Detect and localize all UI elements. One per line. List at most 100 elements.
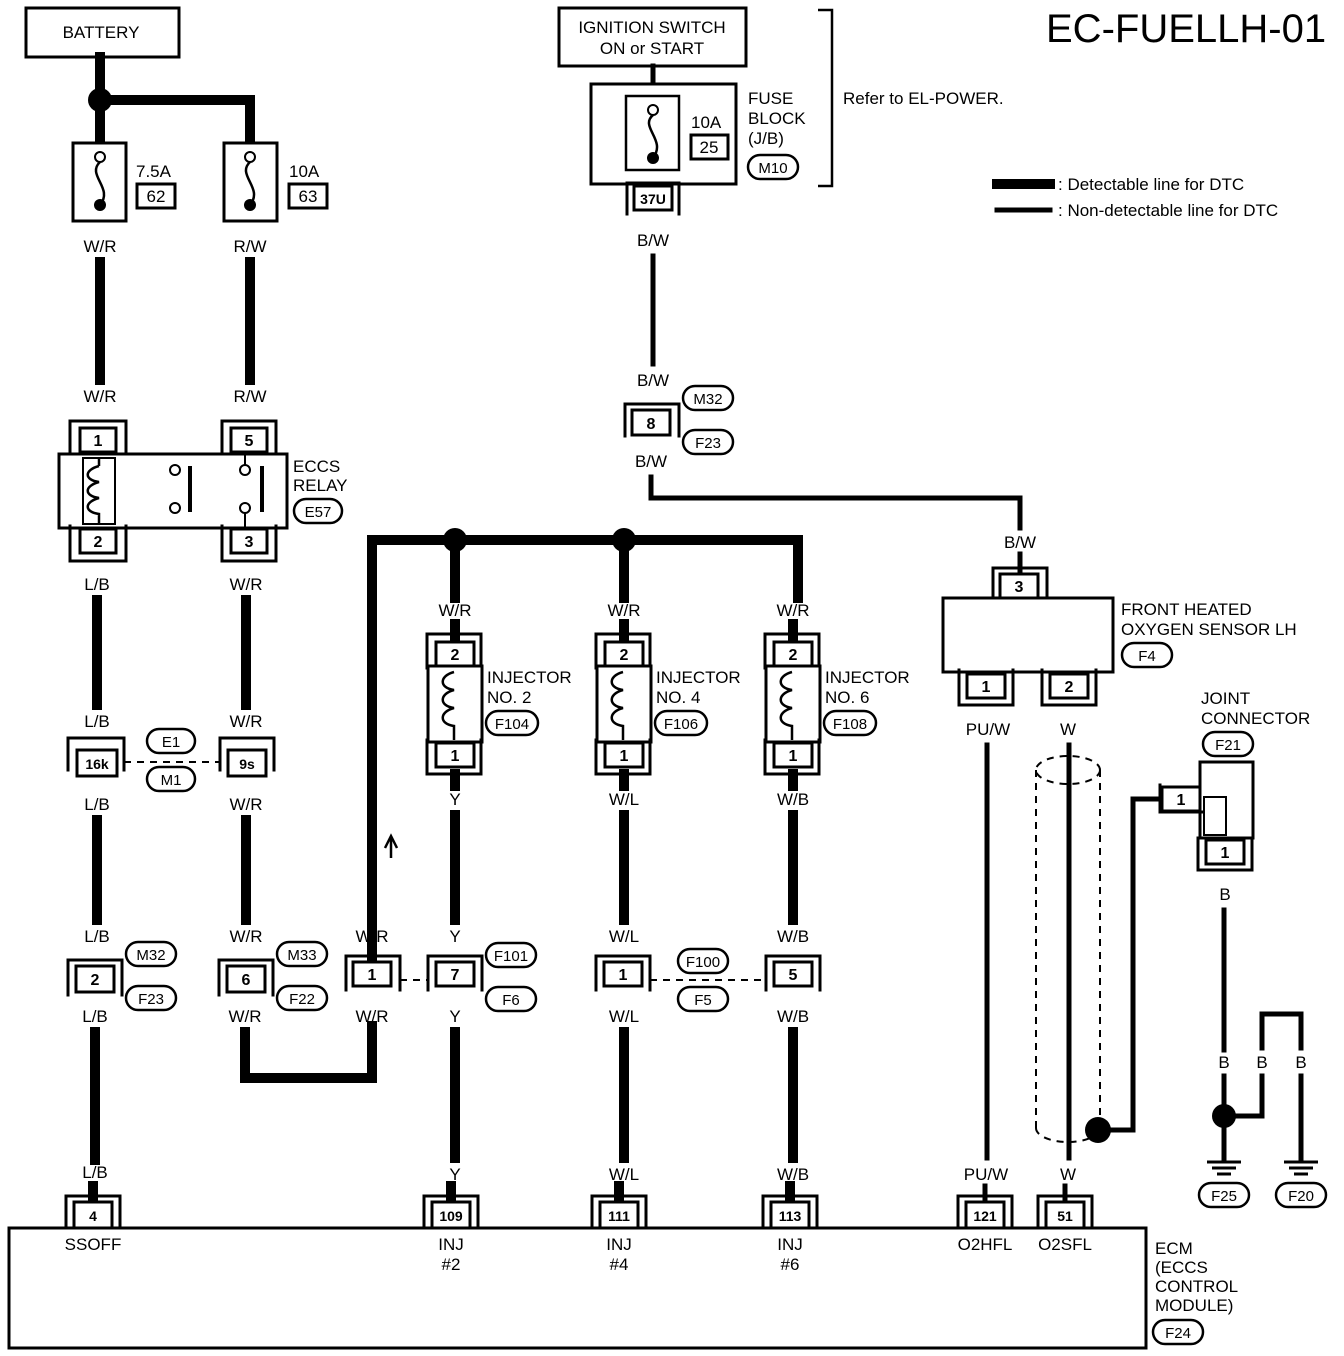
joint-label-1: JOINT xyxy=(1201,689,1250,708)
ecm-label-2: (ECCS xyxy=(1155,1258,1208,1277)
wire-label-injector-mid: W/B xyxy=(777,927,809,946)
conn-wr1-bracket xyxy=(344,954,402,992)
ecm-pin: 111 xyxy=(608,1208,630,1224)
conn-8-box xyxy=(630,408,672,437)
fuse-63-number-box xyxy=(287,182,329,210)
conn-9s-pin: 9s xyxy=(239,756,255,772)
conn-2-bracket xyxy=(66,958,124,997)
ground-f25: F25 xyxy=(1211,1188,1237,1205)
fuse-62-terminal-b xyxy=(94,199,106,211)
fuse-62-terminal xyxy=(94,151,106,163)
o2-label-1: FRONT HEATED xyxy=(1121,600,1252,619)
joint-bot-pin-box xyxy=(1204,838,1246,866)
relay-pin2: 2 xyxy=(94,534,103,551)
o2-connector-oval xyxy=(1120,641,1174,669)
relay-pin3-bracket xyxy=(220,524,278,563)
injector-connector-oval xyxy=(653,709,709,737)
fuse-25-terminal-b xyxy=(647,152,659,164)
relay-pin1: 1 xyxy=(94,433,103,450)
conn-6-box xyxy=(225,964,267,994)
conn-e1-oval xyxy=(145,727,197,755)
joint-label-2: CONNECTOR xyxy=(1201,709,1310,728)
fuse-62-amp: 7.5A xyxy=(136,162,172,181)
conn-7-box xyxy=(434,960,476,988)
ecm-connector: F24 xyxy=(1165,1325,1191,1342)
relay-pin1-bracket xyxy=(68,419,128,458)
joint-connector: F21 xyxy=(1215,737,1241,754)
injector-coil-icon xyxy=(610,670,625,740)
relay-contact-a xyxy=(169,464,181,476)
fuse-block-pin-box xyxy=(632,184,674,212)
wire-label-lb-6: L/B xyxy=(82,1163,108,1182)
conn-wl1-pin: 1 xyxy=(619,967,628,984)
relay-connector-oval xyxy=(292,497,344,525)
wire-b-loop xyxy=(1259,1011,1304,1051)
wire-label-injector-out: W/L xyxy=(609,790,639,809)
conn-m32-oval xyxy=(681,384,735,412)
wire-label-w-2: W xyxy=(1060,1165,1076,1184)
injector-bot-pin-box xyxy=(603,741,645,769)
conn-f5-oval xyxy=(676,985,730,1013)
o2-pin1-bracket xyxy=(957,668,1015,707)
conn-5-bracket xyxy=(764,954,822,992)
diagram-title: EC-FUELLH-01 xyxy=(1046,7,1326,51)
relay-contact-b xyxy=(169,502,181,514)
injector-label-2: NO. 2 xyxy=(487,688,531,707)
ecm-pin-bracket xyxy=(422,1194,480,1230)
fuse-63-terminal-b xyxy=(244,199,256,211)
wire-label-lb-5: L/B xyxy=(82,1007,108,1026)
injector-connector-oval xyxy=(484,709,540,737)
conn-f22: F22 xyxy=(289,991,315,1008)
injector-label-1: INJECTOR xyxy=(487,668,572,687)
ecm-pin-box xyxy=(1044,1200,1086,1230)
wire-label-wr-4: W/R xyxy=(229,712,262,731)
legend-non-detectable-text: : Non-detectable line for DTC xyxy=(1058,201,1278,220)
ecm-terminal-group: 4SSOFF109INJ#2111INJ#4113INJ#6121O2HFL51… xyxy=(64,1181,1094,1274)
ecm-pin: 4 xyxy=(89,1208,97,1224)
o2-sensor-box xyxy=(941,596,1115,674)
ecm-label-4: MODULE) xyxy=(1155,1296,1233,1315)
ecm-terminal-label: INJ xyxy=(777,1235,803,1254)
fuse-block-label-2: BLOCK xyxy=(748,109,806,128)
wire-label-wr-5: W/R xyxy=(229,795,262,814)
wire-b-splice xyxy=(1221,1073,1265,1119)
wire-label-rw-2: R/W xyxy=(233,387,266,406)
relay-coil xyxy=(86,458,101,524)
o2-label-2: OXYGEN SENSOR LH xyxy=(1121,620,1297,639)
fuse-block-pin-bracket xyxy=(625,181,681,216)
ignition-label-2: ON or START xyxy=(600,39,704,58)
wire-label-injector-mid: Y xyxy=(449,927,460,946)
refer-text: Refer to EL-POWER. xyxy=(843,89,1004,108)
fuse-block-number: 25 xyxy=(700,138,719,157)
wire-label-wr-3: W/R xyxy=(229,575,262,594)
injector-connector: F108 xyxy=(833,716,867,733)
wire-wr-loop xyxy=(240,1021,377,1083)
wire-label-lb-1: L/B xyxy=(84,575,110,594)
injector-bot-pin: 1 xyxy=(451,748,460,765)
joint-inner-box xyxy=(1203,796,1227,836)
conn-f100-oval xyxy=(676,947,730,975)
wire-label-lb-3: L/B xyxy=(84,795,110,814)
injector-top-pin: 2 xyxy=(789,647,798,664)
relay-pin3: 3 xyxy=(245,534,254,551)
fuse-62-number: 62 xyxy=(147,187,166,206)
o2-pin1: 1 xyxy=(982,679,991,696)
conn-f101-oval xyxy=(484,941,538,969)
ecm-pin-box xyxy=(964,1200,1006,1230)
injector-bot-pin: 1 xyxy=(620,748,629,765)
conn-16k-bracket xyxy=(66,736,126,772)
conn-m33-oval xyxy=(275,940,329,968)
relay-contact-c xyxy=(239,464,251,476)
ecm-pin: 51 xyxy=(1057,1208,1073,1224)
o2-pin2-bracket xyxy=(1040,668,1098,707)
wire-label-wr-9: W/R xyxy=(355,1007,388,1026)
wire-label-rw-1: R/W xyxy=(233,237,266,256)
ecm-terminal-label: SSOFF xyxy=(65,1235,122,1254)
conn-f6-oval xyxy=(484,985,538,1013)
ecm-box xyxy=(7,1226,1148,1350)
ecm-terminal-label: INJ xyxy=(438,1235,464,1254)
